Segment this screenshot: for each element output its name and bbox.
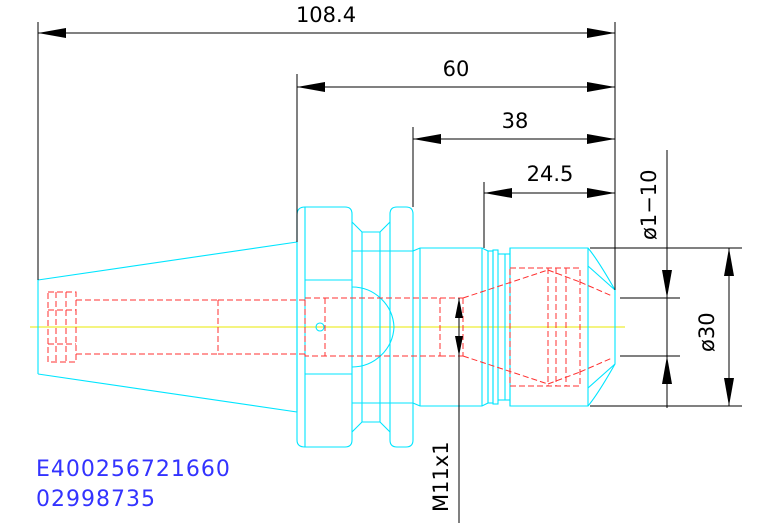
dimension-thread: M11x1 xyxy=(429,298,463,523)
dimension-clamp-range: ø1−10 xyxy=(620,150,680,408)
dimension-nose-length: 24.5 xyxy=(483,162,615,248)
dimension-text-24-5: 24.5 xyxy=(527,162,574,186)
dimension-text-38: 38 xyxy=(502,109,529,133)
dimension-overall-length: 108.4 xyxy=(37,3,616,290)
dimension-text-thread: M11x1 xyxy=(429,441,453,512)
dimension-text-overall: 108.4 xyxy=(296,3,356,27)
part-number-text: E400256721660 xyxy=(36,457,231,482)
dimension-text-diameter: ø30 xyxy=(695,312,719,352)
dimension-text-clamp-range: ø1−10 xyxy=(637,169,661,240)
dimension-body-length: 38 xyxy=(412,109,615,207)
tool-holder-outline xyxy=(37,206,616,448)
dimension-nose-diameter: ø30 xyxy=(590,247,742,407)
order-number-text: 02998735 xyxy=(36,487,156,512)
dimension-flange-to-nose: 60 xyxy=(296,57,615,242)
dimension-text-60: 60 xyxy=(443,57,470,81)
internal-bore-hidden-lines xyxy=(47,267,613,387)
